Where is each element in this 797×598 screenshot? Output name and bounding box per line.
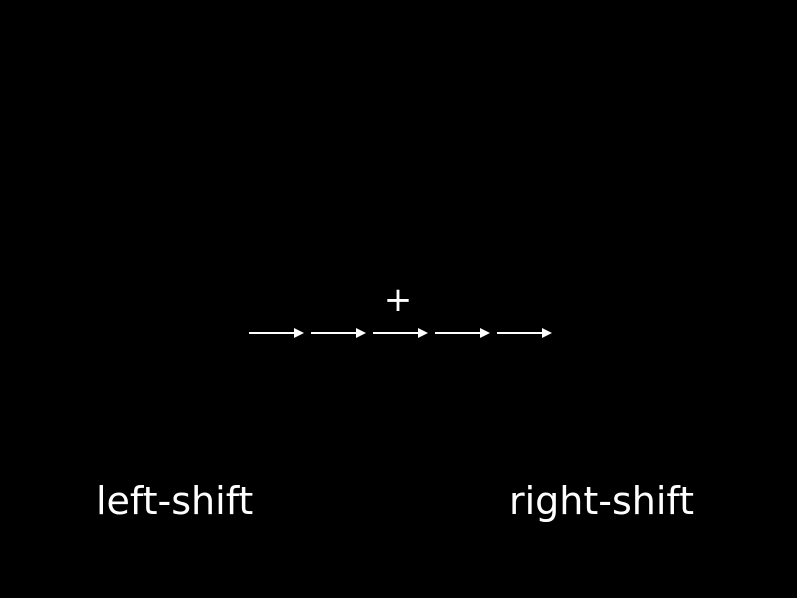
right-shift-label: right-shift — [509, 479, 695, 523]
flanker-arrow-row — [248, 325, 558, 341]
arrow-right-icon — [435, 328, 490, 338]
arrow-right-icon — [373, 328, 428, 338]
arrow-right-icon — [249, 328, 304, 338]
left-shift-label: left-shift — [96, 479, 254, 523]
fixation-cross: + — [383, 280, 413, 320]
arrow-right-icon — [497, 328, 552, 338]
arrow-right-icon — [311, 328, 366, 338]
